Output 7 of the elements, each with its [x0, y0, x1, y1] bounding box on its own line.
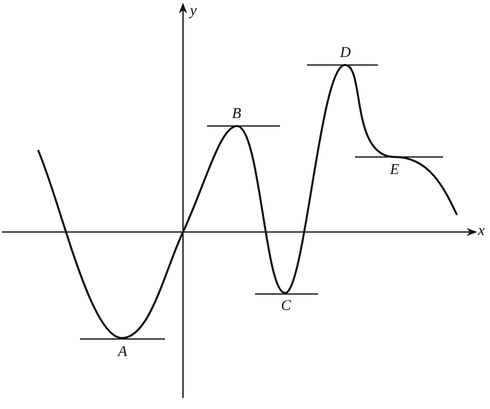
point-label: C [281, 299, 292, 314]
axis-label: x [478, 224, 485, 239]
point-label: E [390, 163, 400, 178]
point-label: A [118, 345, 128, 360]
point-label: B [232, 107, 242, 122]
point-label: D [340, 46, 351, 61]
axis-label: y [190, 4, 197, 19]
